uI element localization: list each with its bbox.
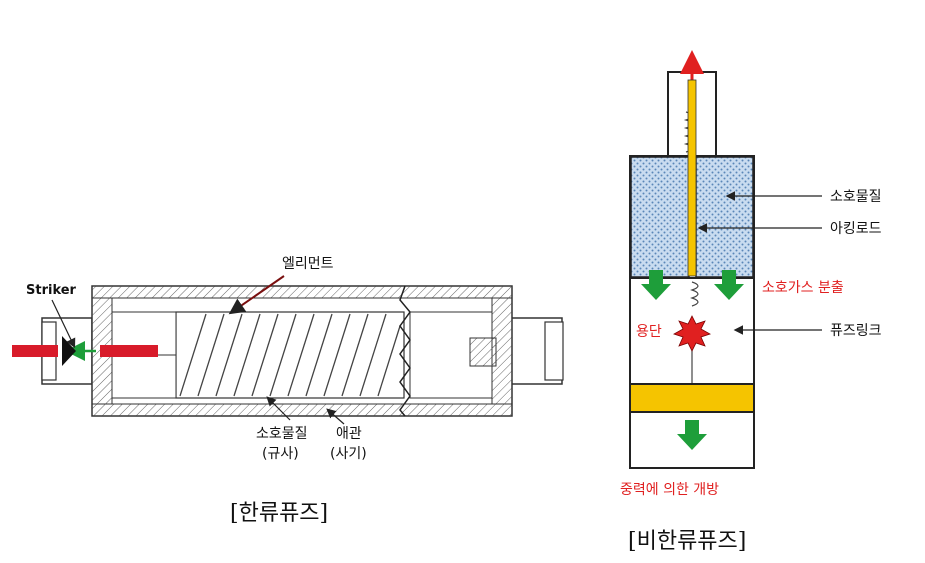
arcing-rod	[687, 79, 697, 277]
fuse-link-label: 퓨즈링크	[830, 323, 882, 339]
arc-material-block-left	[630, 156, 690, 278]
right-caption: [비한류퓨즈]	[628, 529, 746, 554]
element-label: 엘리먼트	[282, 256, 334, 272]
left-caption: [한류퓨즈]	[230, 501, 328, 526]
arc-material-sub-label: (규사)	[262, 446, 299, 462]
yellow-plate	[629, 383, 755, 413]
current-limiting-fuse: Striker 엘리먼트 소호물질 (규사) 애관 (사기) [한류퓨즈]	[12, 256, 564, 526]
fuse-link-spring	[690, 281, 699, 307]
striker-pin-right	[100, 345, 158, 357]
melt-label: 용단	[636, 324, 662, 340]
melt-burst-icon	[673, 315, 711, 352]
arc-material-label-right: 소호물질	[830, 189, 882, 205]
element-core	[175, 311, 405, 399]
striker-pin-left	[12, 345, 58, 357]
arc-material-label-left: 소호물질	[256, 426, 308, 442]
gas-arrow-right	[714, 270, 744, 300]
arc-material-block-right	[695, 156, 754, 278]
tube-sub-label: (사기)	[330, 446, 367, 462]
striker-label: Striker	[26, 283, 77, 298]
helical-element	[179, 313, 401, 397]
gravity-open-label: 중력에 의한 개방	[620, 482, 719, 498]
break-line	[399, 285, 411, 417]
gas-arrow-left	[641, 270, 671, 300]
expulsion-fuse: 소호물질 아킹로드 소호가스 분출 퓨즈링크 용단 중력에 의한 개방 [비한류…	[620, 50, 882, 554]
gas-emission-label: 소호가스 분출	[762, 280, 844, 296]
gravity-arrow	[677, 420, 707, 450]
tube-label: 애관	[336, 426, 362, 442]
arcing-rod-label: 아킹로드	[830, 221, 882, 237]
